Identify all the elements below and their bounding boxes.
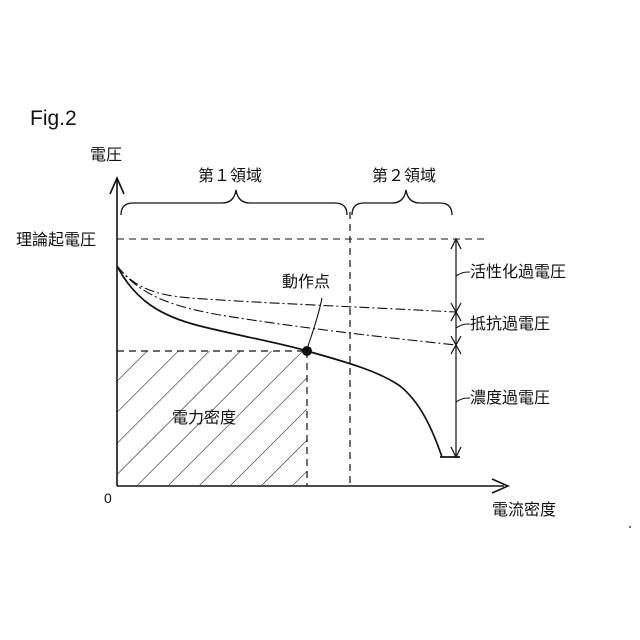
activation-overvoltage-label: 活性化過電圧 [470,264,566,280]
region2-brace [352,190,452,215]
power-density-label: 電力密度 [172,410,236,426]
figure-label: Fig.2 [30,108,77,129]
scan-speck [629,526,631,528]
resistance-leader [456,324,470,328]
origin-label: 0 [104,491,112,505]
operating-point-dot [302,346,312,356]
y-axis-label: 電圧 [90,147,122,163]
x-axis-label: 電流密度 [492,502,556,518]
concentration-leader [456,398,470,402]
activation-leader [456,272,470,276]
resistance-overvoltage-label: 抵抗過電圧 [470,316,550,332]
operating-point-label: 動作点 [282,274,330,290]
theoretical-voltage-label: 理論起電圧 [16,232,96,248]
region1-label: 第１領域 [198,168,262,184]
region2-label: 第２領域 [372,168,436,184]
region1-brace [121,190,347,215]
concentration-overvoltage-label: 濃度過電圧 [470,390,550,406]
